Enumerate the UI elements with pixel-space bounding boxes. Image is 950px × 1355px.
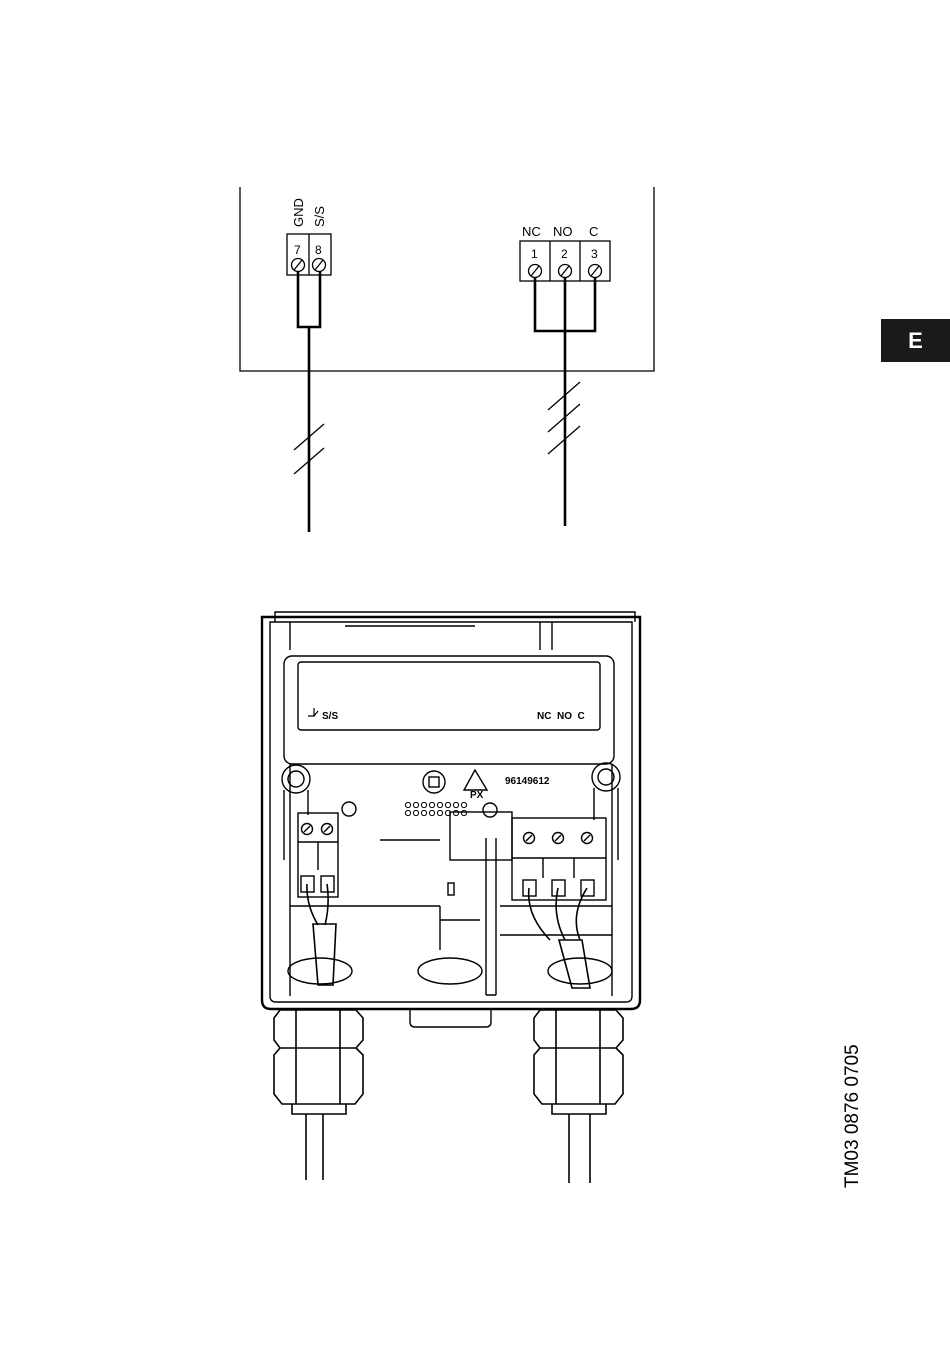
center-divider [486,838,496,995]
device-label-ss: S/S [322,711,338,722]
center-screw [423,771,445,793]
cable-inside-left [313,924,336,985]
terminal-number-8: 8 [315,243,322,257]
cable-entry-right [548,958,612,984]
device-marking: PX [470,790,484,801]
device-terminal-right [512,818,606,900]
terminal-number-2: 2 [561,247,568,261]
cable-gland-left [274,1010,363,1180]
cable-entry-center [418,958,482,984]
recycle-triangle-icon [464,770,487,790]
device-part-number: 96149612 [505,776,550,787]
indicator-led [342,802,356,816]
dip-switch-row [405,802,466,815]
relay-block [450,812,512,860]
cable-gland-right [534,1010,623,1183]
label-plate-frame [284,656,614,764]
mounting-screw-right [592,763,620,791]
cable-entry-left [288,958,352,984]
terminal-label-gnd: GND [291,198,306,227]
terminal-number-3: 3 [591,247,598,261]
ground-symbol-icon [308,708,318,716]
device-terminal-left [298,813,338,897]
terminal-number-1: 1 [531,247,538,261]
wire-pair-left [298,272,320,327]
terminal-label-c: C [589,224,598,239]
terminal-label-no: NO [553,224,573,239]
cable-inside-right [559,940,590,988]
terminal-label-ss: S/S [312,206,327,227]
terminal-number-7: 7 [294,243,301,257]
terminal-label-nc: NC [522,224,541,239]
device-label-nc-no-c: NC NO C [537,711,585,722]
mounting-screw-left [282,765,310,793]
device-illustration [262,612,640,1183]
